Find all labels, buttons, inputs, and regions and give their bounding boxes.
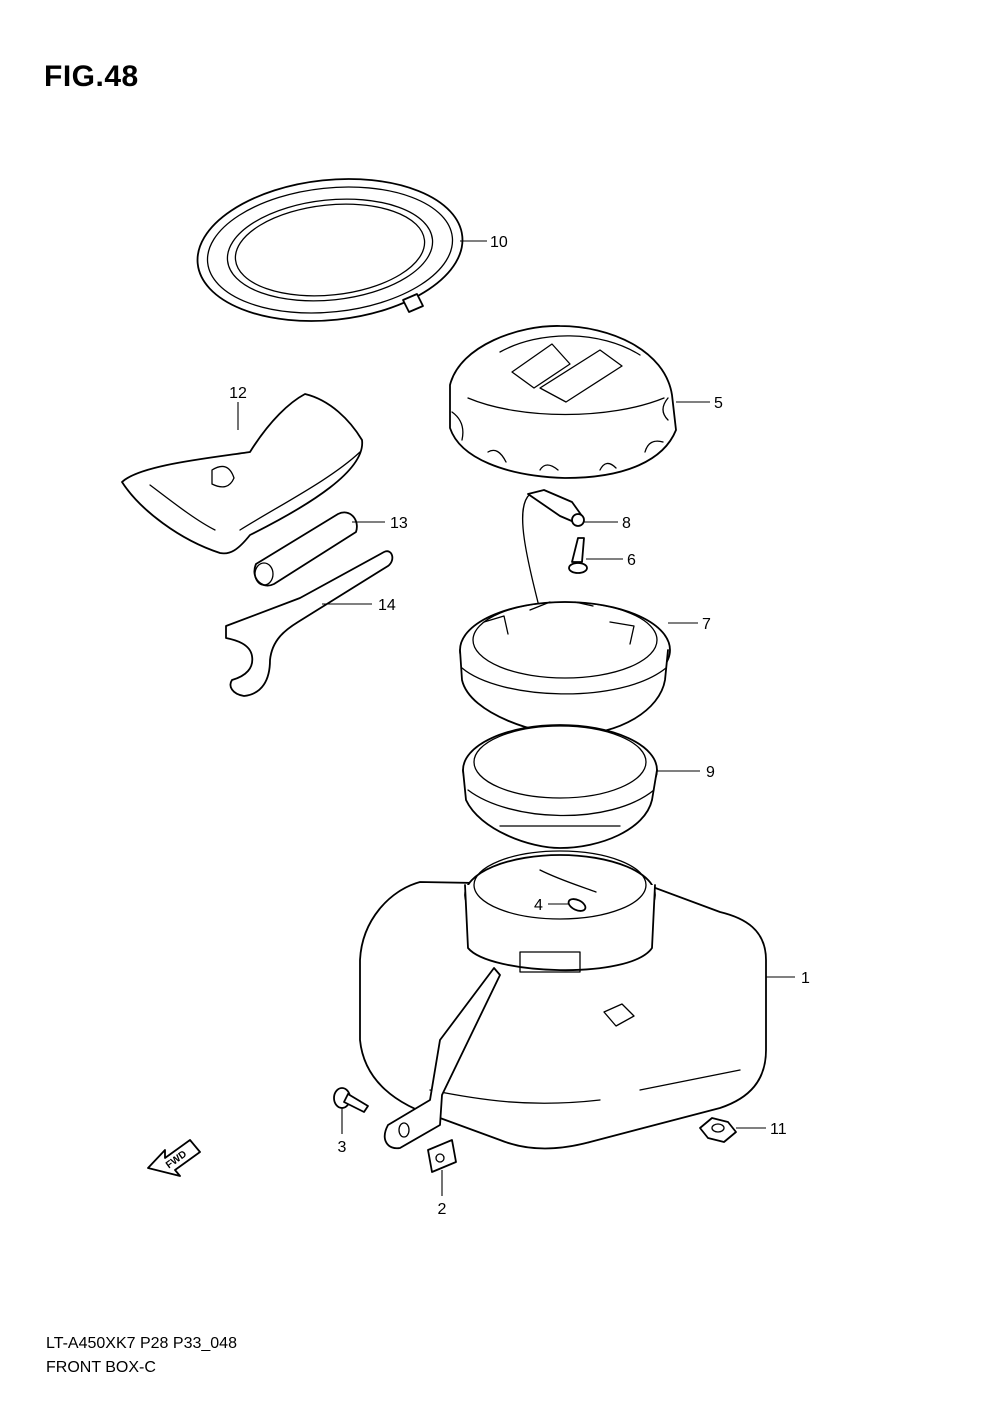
callout-6: 6 (627, 552, 636, 569)
diagram-footer: LT-A450XK7 P28 P33_048 FRONT BOX-C (46, 1332, 237, 1380)
callout-11: 11 (770, 1121, 787, 1138)
callout-labels: 10 5 12 8 13 6 14 7 9 4 1 11 3 2 (229, 234, 810, 1218)
fwd-arrow-icon: FWD (147, 1139, 201, 1177)
footer-diagram-name: FRONT BOX-C (46, 1359, 156, 1376)
callout-8: 8 (622, 515, 631, 532)
part-1-front-box (359, 850, 767, 1150)
leader-lines (237, 240, 795, 1196)
callout-10: 10 (490, 234, 508, 251)
callout-13: 13 (390, 515, 408, 532)
figure-title: FIG.48 (44, 60, 139, 93)
part-2-clip (427, 1139, 457, 1173)
part-7-lock-ring (459, 601, 671, 736)
part-5-cap (449, 325, 677, 479)
callout-1: 1 (801, 970, 810, 987)
callout-2: 2 (438, 1201, 447, 1218)
callout-9: 9 (706, 764, 715, 781)
part-6-screw (568, 537, 588, 574)
part-3-bolt (333, 1087, 369, 1113)
part-11-grommet (699, 1117, 737, 1143)
footer-model-code: LT-A450XK7 P28 P33_048 (46, 1335, 237, 1352)
part-4-plug (539, 869, 597, 912)
callout-4: 4 (534, 897, 543, 914)
callout-5: 5 (714, 395, 723, 412)
callout-7: 7 (702, 616, 711, 633)
part-13-handle-tool (253, 511, 358, 587)
callout-3: 3 (338, 1139, 347, 1156)
part-9-seal-ring (462, 724, 658, 849)
part-10-gasket (196, 178, 464, 322)
callout-12: 12 (229, 385, 247, 402)
part-14-spanner (225, 550, 394, 697)
callout-14: 14 (378, 597, 396, 614)
part-12-tool-bag (121, 393, 363, 555)
